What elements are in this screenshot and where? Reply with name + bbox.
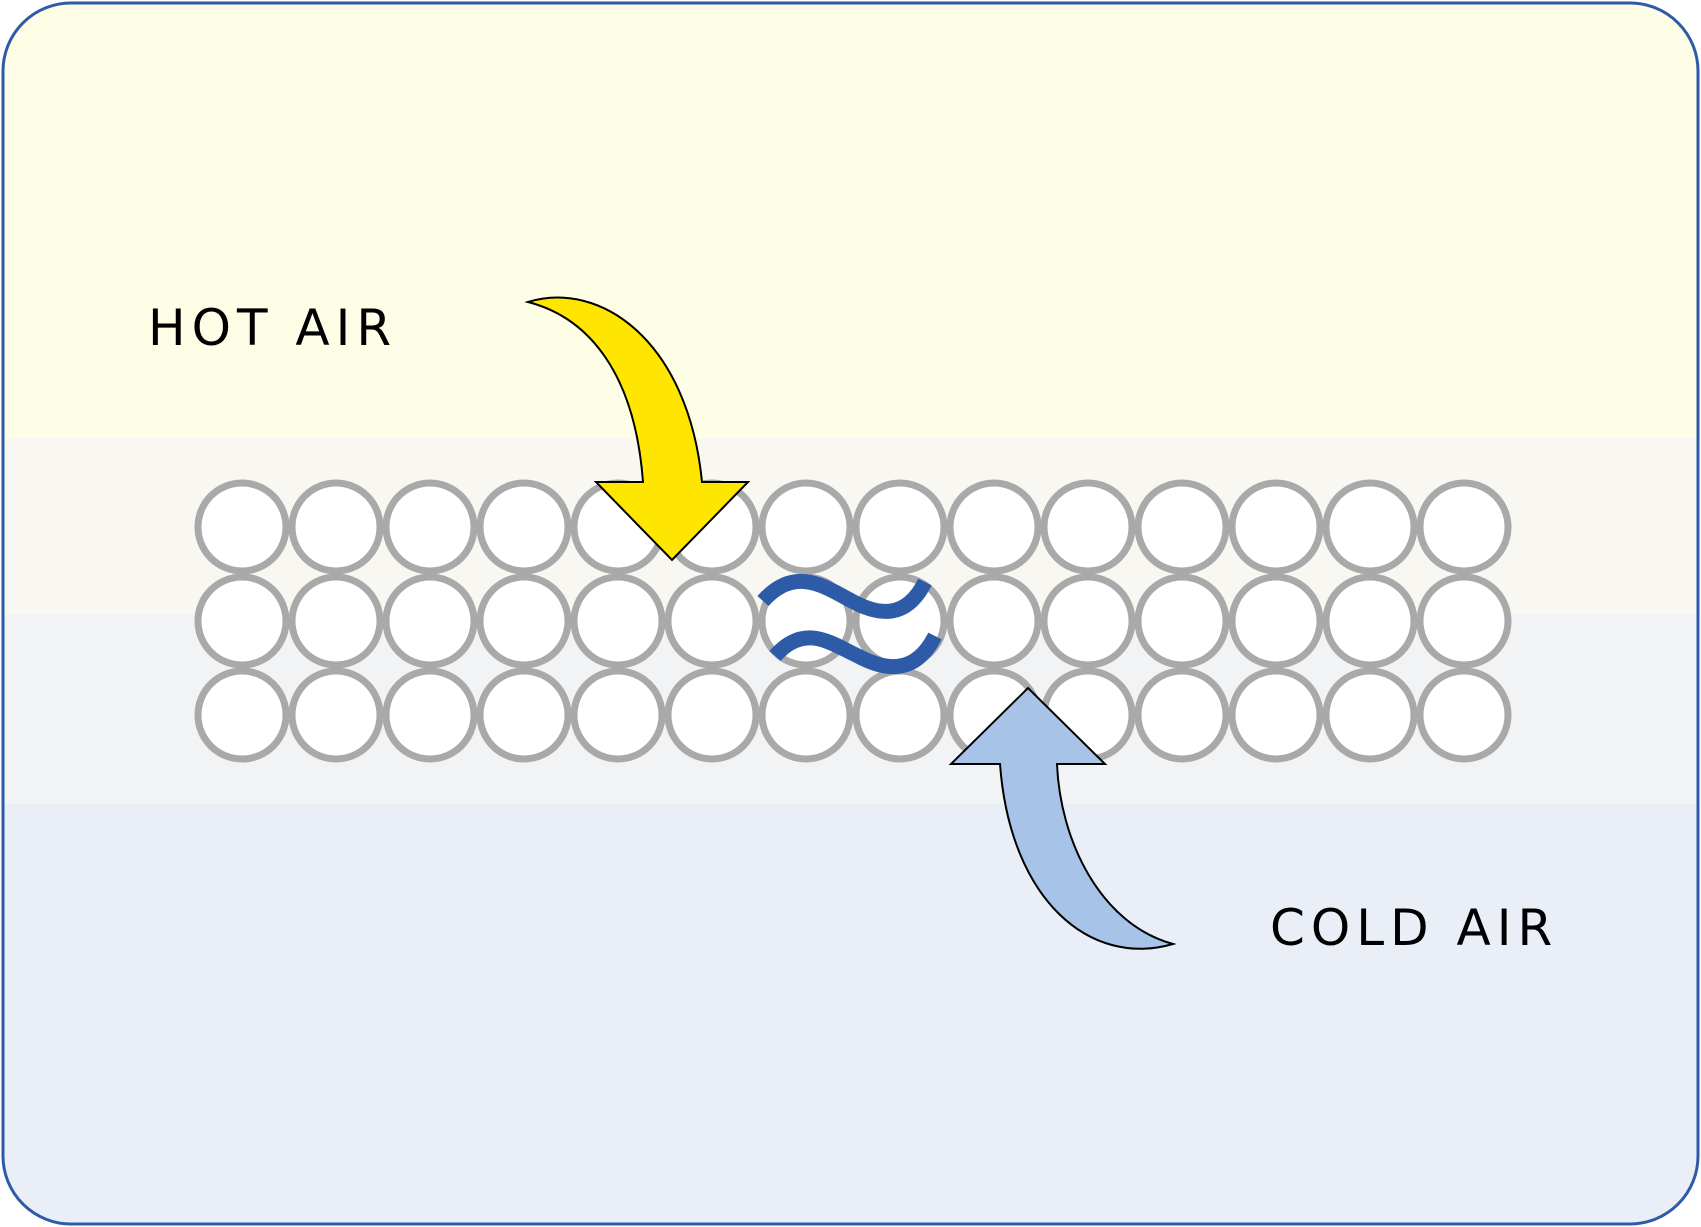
particle-circle bbox=[758, 667, 854, 763]
particle-circle bbox=[1416, 573, 1512, 669]
particle-circle bbox=[570, 573, 666, 669]
particle-circle bbox=[1416, 479, 1512, 575]
particle-circle bbox=[1322, 667, 1418, 763]
particle-circle bbox=[1416, 667, 1512, 763]
cold-air-label: COLD AIR bbox=[1270, 899, 1558, 957]
heat-exchange-wave-icon bbox=[757, 574, 942, 675]
particle-circle bbox=[1040, 479, 1136, 575]
particle-circle bbox=[1228, 479, 1324, 575]
wave-upper bbox=[757, 574, 932, 619]
cold-air-zone bbox=[3, 804, 1698, 1224]
particle-circle bbox=[852, 479, 948, 575]
particle-circle bbox=[476, 667, 572, 763]
particle-circle bbox=[758, 479, 854, 575]
wave-lower bbox=[769, 630, 942, 675]
particle-circle bbox=[1228, 667, 1324, 763]
hot-air-zone bbox=[3, 3, 1698, 438]
hot-air-arrow bbox=[524, 296, 751, 562]
particle-grid bbox=[194, 479, 1512, 763]
particle-circle bbox=[194, 667, 290, 763]
particle-circle bbox=[1134, 573, 1230, 669]
particle-circle bbox=[288, 573, 384, 669]
particle-circle bbox=[382, 573, 478, 669]
particle-circle bbox=[1134, 479, 1230, 575]
hot-air-label: HOT AIR bbox=[148, 299, 397, 357]
particle-circle bbox=[946, 479, 1042, 575]
particle-circle bbox=[664, 667, 760, 763]
particle-circle bbox=[194, 573, 290, 669]
particle-circle bbox=[570, 667, 666, 763]
particle-circle bbox=[852, 667, 948, 763]
particle-circle bbox=[288, 479, 384, 575]
particle-circle bbox=[476, 573, 572, 669]
particle-circle bbox=[382, 667, 478, 763]
particle-circle bbox=[1134, 667, 1230, 763]
particle-circle bbox=[476, 479, 572, 575]
particle-circle bbox=[1322, 573, 1418, 669]
particle-circle bbox=[1228, 573, 1324, 669]
particle-circle bbox=[946, 573, 1042, 669]
particle-circle bbox=[288, 667, 384, 763]
particle-circle bbox=[1040, 573, 1136, 669]
particle-circle bbox=[1322, 479, 1418, 575]
particle-circle bbox=[664, 573, 760, 669]
cold-air-arrow bbox=[948, 686, 1177, 950]
particle-circle bbox=[194, 479, 290, 575]
particle-circle bbox=[382, 479, 478, 575]
